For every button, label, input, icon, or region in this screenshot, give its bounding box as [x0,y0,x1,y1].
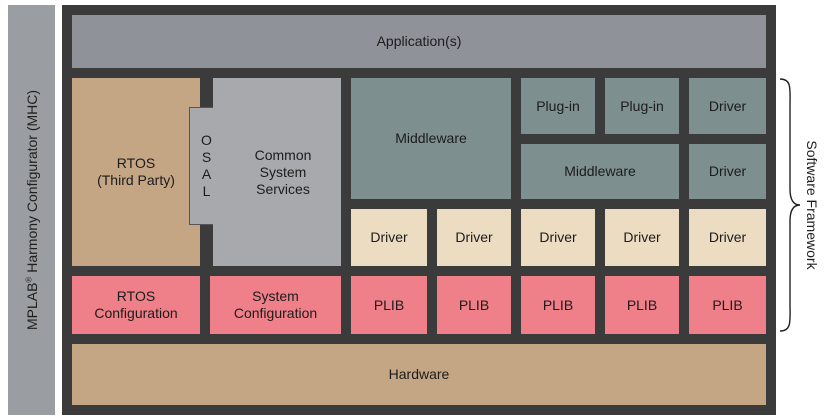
osal-letter: L [202,183,211,199]
hardware-layer: Hardware [72,344,766,405]
osal-letter: A [201,166,212,182]
plugin-block: Plug-in [521,78,595,134]
framework-brace [779,78,801,332]
osal-letter: O [201,132,212,148]
plib-block: PLIB [351,276,427,334]
plib-block: PLIB [605,276,679,334]
middleware-large-block: Middleware [351,78,511,199]
plib-block: PLIB [437,276,511,334]
driver-block: Driver [437,209,511,266]
rtos-block: RTOS (Third Party) [72,78,200,266]
driver-block: Driver [351,209,427,266]
driver-block: Driver [689,209,766,266]
driver-mid-block: Driver [689,144,766,199]
mhc-sidebar: MPLAB® Harmony Configurator (MHC) [8,5,55,415]
osal-letter: S [201,149,212,165]
plugin-block: Plug-in [605,78,679,134]
registered-mark: ® [23,276,33,283]
middleware-small-block: Middleware [521,144,679,199]
plib-block: PLIB [521,276,595,334]
driver-block: Driver [521,209,595,266]
driver-block: Driver [605,209,679,266]
system-configuration-block: System Configuration [210,276,341,334]
stack-frame: Application(s) RTOS (Third Party) O S A … [62,5,776,415]
rtos-configuration-block: RTOS Configuration [72,276,200,334]
plib-block: PLIB [689,276,766,334]
mhc-label-name: MPLAB [23,282,40,331]
driver-top-block: Driver [689,78,766,134]
application-layer: Application(s) [72,15,766,68]
common-system-services-block: Common System Services [213,78,341,266]
software-framework-label: Software Framework [804,140,820,270]
mhc-label-rest: Harmony Configurator (MHC) [23,89,40,277]
mhc-label: MPLAB® Harmony Configurator (MHC) [24,90,40,330]
